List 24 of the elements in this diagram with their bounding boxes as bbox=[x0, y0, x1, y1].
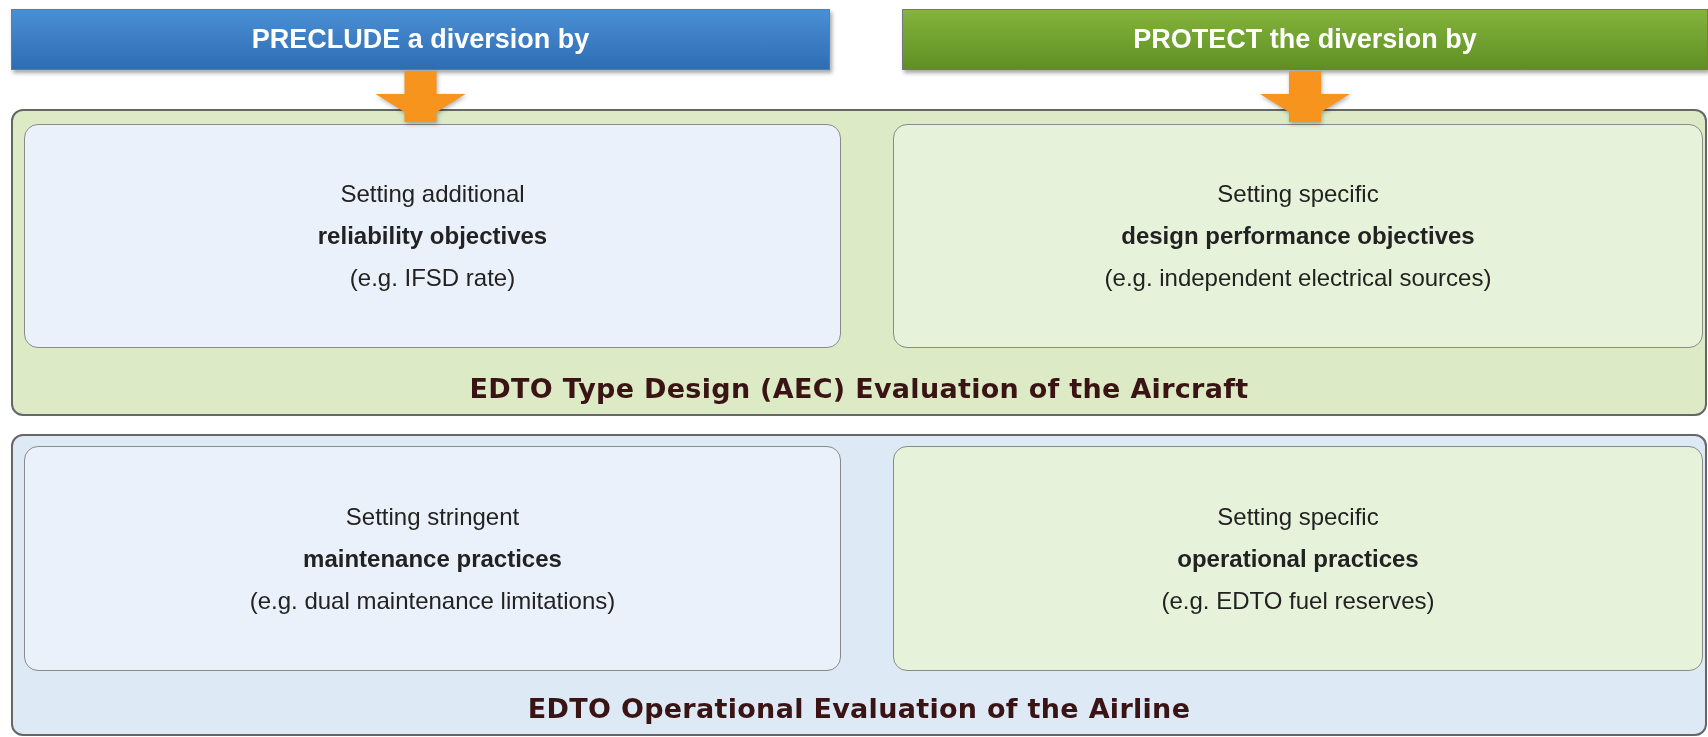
objective-box bbox=[893, 124, 1703, 348]
example-text: (e.g. IFSD rate) bbox=[349, 264, 516, 292]
example-text: (e.g. independent electrical sources) bbox=[1104, 264, 1492, 292]
lead-text: Setting specific bbox=[1217, 502, 1379, 531]
section-title: EDTO Operational Evaluation of the Airline bbox=[527, 693, 1191, 724]
lead-text: Setting stringent bbox=[345, 502, 520, 531]
lead-text: Setting specific bbox=[1217, 180, 1379, 208]
example-text: (e.g. EDTO fuel reserves) bbox=[1161, 586, 1435, 615]
block-arrow bbox=[1260, 71, 1350, 122]
header-banner: PRECLUDE a diversion by bbox=[11, 9, 830, 70]
objective-box bbox=[24, 446, 841, 671]
objective-box bbox=[893, 446, 1703, 671]
objective-text: maintenance practices bbox=[303, 544, 562, 573]
section-panel bbox=[11, 109, 1707, 416]
section-title: EDTO Type Design (AEC) Evaluation of the Aircraft bbox=[469, 373, 1249, 404]
block-arrow bbox=[375, 71, 466, 122]
objective-text: operational practices bbox=[1177, 544, 1419, 573]
example-text: (e.g. dual maintenance limitations) bbox=[249, 586, 616, 615]
lead-text: Setting additional bbox=[340, 180, 525, 208]
objective-text: reliability objectives bbox=[317, 222, 548, 250]
header-banner: PROTECT the diversion by bbox=[902, 9, 1708, 70]
section-panel bbox=[11, 434, 1707, 736]
objective-box bbox=[24, 124, 841, 348]
objective-text: design performance objectives bbox=[1121, 222, 1475, 250]
